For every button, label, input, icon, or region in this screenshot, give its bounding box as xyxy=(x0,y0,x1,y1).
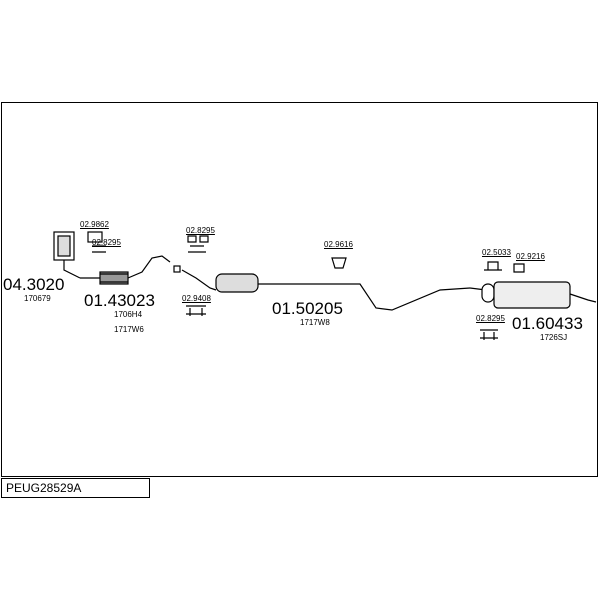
part-0143023-code-1: 1706H4 xyxy=(114,310,143,319)
accessory-029616: 02.9616 xyxy=(324,240,353,249)
accessory-029408: 02.9408 xyxy=(182,294,211,303)
accessory-029862: 02.9862 xyxy=(80,220,109,229)
hanger-icon xyxy=(92,235,525,340)
part-043020-number: 04.3020 xyxy=(3,275,65,294)
part-0143023-number: 01.43023 xyxy=(84,291,155,310)
diagram-code: PEUG28529A xyxy=(1,478,150,498)
front-pipe-icon xyxy=(80,255,171,285)
part-0150205-number: 01.50205 xyxy=(272,299,343,318)
rear-silencer-icon xyxy=(469,281,597,309)
gasket-icon xyxy=(87,231,181,273)
accessory-028295-1: 02.8295 xyxy=(92,238,121,247)
middle-silencer-icon xyxy=(181,269,471,311)
accessory-029216: 02.9216 xyxy=(516,252,545,261)
accessory-025033: 02.5033 xyxy=(482,248,511,257)
accessory-028295-2: 02.8295 xyxy=(186,226,215,235)
catalytic-converter-icon xyxy=(53,231,81,279)
accessory-028295-3: 02.8295 xyxy=(476,314,505,323)
part-0160433-code: 1726SJ xyxy=(540,333,568,342)
part-043020-code: 170679 xyxy=(24,294,51,303)
part-0160433-number: 01.60433 xyxy=(512,314,583,333)
part-0143023-code-2: 1717W6 xyxy=(114,325,144,334)
diagram-frame xyxy=(1,102,598,477)
part-0150205-code: 1717W8 xyxy=(300,318,330,327)
